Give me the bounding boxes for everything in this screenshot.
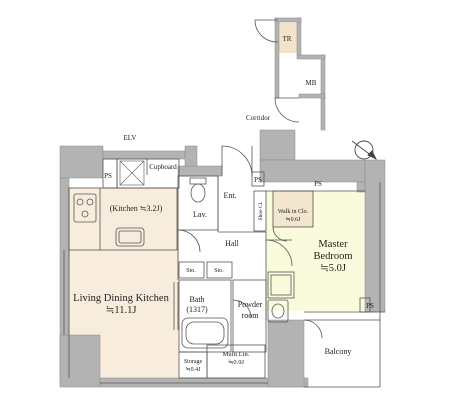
label-balcony: Balcony: [325, 347, 352, 356]
shaft-wall-top: [274, 17, 302, 23]
label-storage-1: Storage: [184, 359, 203, 365]
label-multilin-1: Multi Lin.: [223, 351, 250, 358]
bathtub-icon: [181, 317, 229, 349]
label-ldk-1: Living Dining Kitchen: [73, 293, 169, 304]
tr-floor: [278, 23, 297, 53]
label-sto-2: Sto.: [214, 268, 224, 274]
left-bottom-column: [59, 334, 101, 388]
label-powder-2: room: [242, 311, 260, 320]
labels: TR MB Corridor ELV Cupboard PS PS PS PS …: [73, 35, 374, 373]
label-master-2: Bedroom: [313, 251, 352, 262]
shoe-closet: [253, 190, 267, 232]
bedroom-ps-block: [356, 181, 366, 193]
label-ent: Ent.: [223, 191, 236, 200]
label-master-3: ≒5.0J: [320, 263, 346, 274]
storage-box: [178, 351, 208, 379]
ps-ent-box: [251, 171, 265, 187]
shaft-wall-left: [274, 17, 280, 99]
label-walkin-2: ≒0.6J: [286, 217, 302, 223]
mb-wall-bottom: [298, 93, 326, 99]
label-lav: Lav.: [193, 210, 207, 219]
sink-icon: [115, 227, 145, 247]
walkin-floor: [273, 191, 313, 227]
label-corridor: Corridor: [246, 114, 271, 122]
label-walkin-1: Walk in Clo.: [278, 209, 309, 215]
sto-box-2: [206, 261, 233, 279]
bedroom-right-wall: [364, 159, 386, 313]
bedroom-top-wall: [259, 159, 366, 183]
washbasin-icon: [267, 299, 289, 323]
label-ps-bed-bottom: PS: [366, 302, 374, 310]
toilet-icon: [189, 177, 207, 203]
elv-column: [59, 145, 104, 179]
ent-column: [259, 129, 296, 161]
label-shoe-cl: Shoe Cl.: [258, 201, 264, 221]
label-kitchen: (Kitchen ≒3.2J): [110, 204, 163, 213]
label-ps-bed-top: PS: [314, 180, 322, 188]
mb-wall-top: [296, 54, 326, 60]
interior-lines: [63, 19, 385, 388]
label-storage-2: ≒0.4J: [186, 367, 202, 373]
label-elv: ELV: [124, 134, 137, 142]
cupboard-x-icon: [119, 160, 145, 186]
label-sto-1: Sto.: [186, 268, 196, 274]
washer-icon: [270, 274, 292, 296]
lav-top-wall: [177, 165, 223, 177]
label-tr: TR: [283, 35, 292, 43]
label-bath-2: (1317): [186, 305, 208, 314]
shaft-wall-right: [296, 17, 302, 56]
walls: [59, 17, 386, 388]
floors: [69, 23, 378, 383]
label-mb: MB: [306, 79, 317, 87]
bath-box: [178, 279, 232, 353]
label-master-1: Master: [318, 239, 348, 250]
washer-box: [267, 271, 295, 299]
cupboard-top-wall: [102, 150, 186, 160]
multilin-box: [206, 344, 266, 379]
label-multilin-2: ≒0.9J: [228, 359, 245, 366]
compass-icon: [351, 140, 378, 161]
mb-wall-right: [320, 54, 326, 131]
sto-box-1: [178, 261, 205, 279]
label-ps-ent: PS: [254, 176, 262, 184]
label-bath-1: Bath: [189, 295, 204, 304]
stove-icon: [73, 193, 97, 223]
label-hall: Hall: [225, 239, 240, 248]
label-powder-1: Powder: [238, 300, 263, 309]
label-cupboard: Cupboard: [149, 163, 177, 171]
powder-box: [232, 279, 267, 353]
right-bottom-column: [267, 319, 305, 388]
label-ldk-2: ≒11.1J: [106, 305, 137, 316]
label-ps-top-left: PS: [104, 172, 112, 180]
